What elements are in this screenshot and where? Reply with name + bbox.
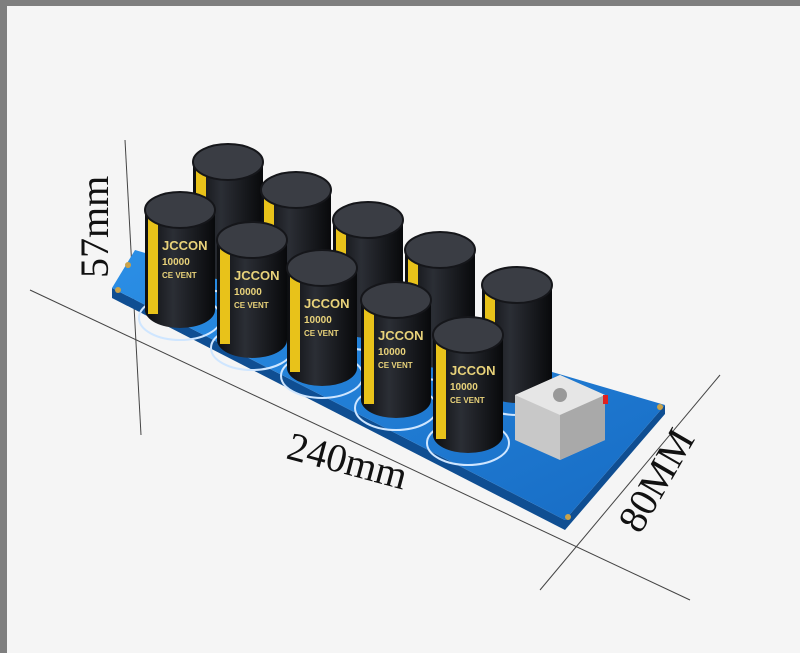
capacitor-vent-label: CE VENT bbox=[234, 301, 269, 310]
capacitor-value-label: 10000 bbox=[304, 315, 332, 326]
capacitor-vent-label: CE VENT bbox=[162, 271, 197, 280]
capacitor bbox=[426, 316, 510, 466]
capacitor-value-label: 10000 bbox=[234, 287, 262, 298]
capacitor-vent-label: CE VENT bbox=[450, 396, 485, 405]
capacitor bbox=[210, 221, 294, 371]
capacitor-brand-label: JCCON bbox=[304, 296, 350, 311]
height-dimension-label: 57mm bbox=[72, 176, 117, 278]
capacitor-value-label: 10000 bbox=[162, 257, 190, 268]
capacitor-brand-label: JCCON bbox=[234, 268, 280, 283]
capacitor bbox=[280, 249, 364, 399]
capacitor bbox=[138, 191, 222, 341]
capacitor-brand-label: JCCON bbox=[378, 328, 424, 343]
capacitor-brand-label: JCCON bbox=[450, 363, 496, 378]
bridge-rectifier bbox=[515, 375, 608, 460]
capacitor-labels: JCCON 10000 CE VENT JCCON 10000 CE VENT JCCON 1… bbox=[162, 238, 496, 405]
capacitor-vent-label: CE VENT bbox=[304, 329, 339, 338]
capacitor-brand-label: JCCON bbox=[162, 238, 208, 253]
capacitor-array bbox=[138, 143, 559, 466]
capacitor-value-label: 10000 bbox=[450, 382, 478, 393]
capacitor-vent-label: CE VENT bbox=[378, 361, 413, 370]
capacitor bbox=[354, 281, 438, 431]
capacitor-value-label: 10000 bbox=[378, 347, 406, 358]
